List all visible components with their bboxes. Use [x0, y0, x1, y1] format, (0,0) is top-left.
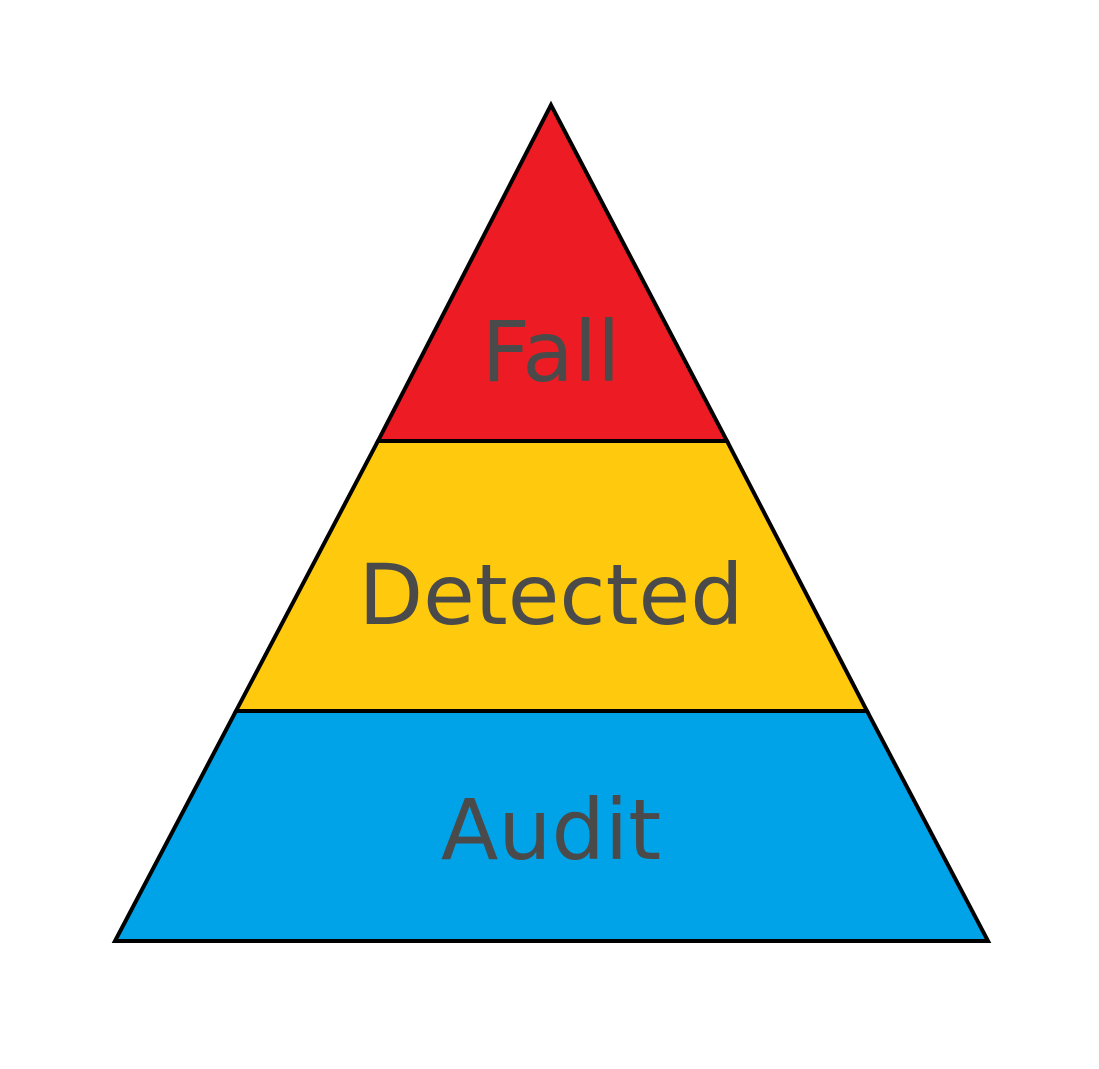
tier-bottom: Audit	[111, 709, 992, 943]
tier-middle-label: Detected	[358, 546, 743, 644]
tier-top: Fall	[374, 100, 731, 443]
tier-middle: Detected	[232, 439, 871, 713]
tier-bottom-shape	[111, 709, 992, 943]
tier-bottom-label: Audit	[441, 781, 661, 879]
tier-top-label: Fall	[482, 303, 621, 401]
